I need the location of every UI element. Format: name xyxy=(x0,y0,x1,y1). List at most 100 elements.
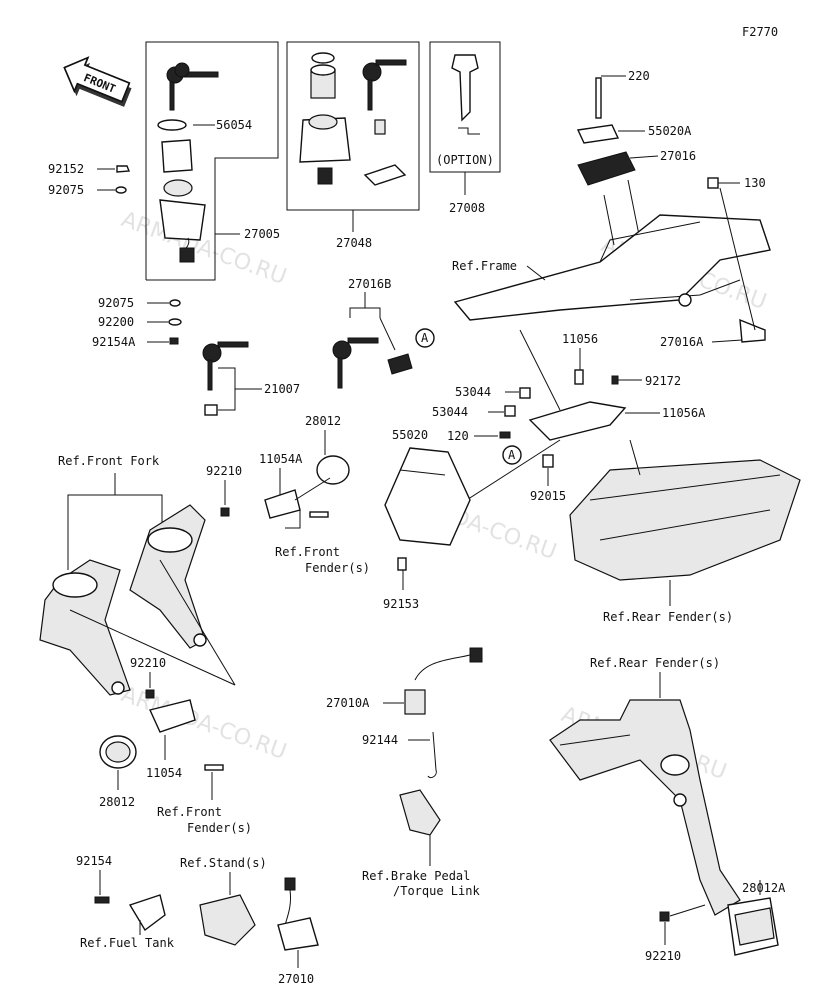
label-27016B: 27016B xyxy=(348,277,391,291)
bolt-icon xyxy=(309,511,329,518)
brake-switch-icon xyxy=(404,689,426,715)
label-56054: 56054 xyxy=(216,118,252,132)
collar-icon xyxy=(504,405,516,417)
nut-icon xyxy=(116,165,131,173)
rear-fender-upper xyxy=(569,439,801,581)
lock-icon xyxy=(577,151,636,186)
ref-front-fender-mid-a: Ref.Front xyxy=(157,805,222,819)
label-11054A: 11054A xyxy=(259,452,303,466)
bolt-icon xyxy=(169,337,179,345)
ref-stand: Ref.Stand(s) xyxy=(180,856,267,870)
bolt-icon xyxy=(204,764,224,771)
label-27016: 27016 xyxy=(660,149,696,163)
connector-icon xyxy=(284,877,296,891)
collar-icon xyxy=(519,387,531,399)
connector-icon xyxy=(469,647,483,663)
ref-rear-fender-lower: Ref.Rear Fender(s) xyxy=(590,656,720,670)
ref-frame-label: Ref.Frame xyxy=(452,259,517,273)
cylinder-icon xyxy=(204,404,218,416)
bracket-icon xyxy=(576,124,620,144)
label-28012-top: 28012 xyxy=(305,414,341,428)
label-92210-top: 92210 xyxy=(206,464,242,478)
callout-a-letter: A xyxy=(421,331,429,345)
label-11056: 11056 xyxy=(562,332,598,346)
option-label: (OPTION) xyxy=(436,153,494,167)
ref-front-fender-top-a: Ref.Front xyxy=(275,545,340,559)
label-130: 130 xyxy=(744,176,766,190)
bracket-icon xyxy=(264,489,301,519)
label-21007: 21007 xyxy=(264,382,300,396)
key-pair-icon xyxy=(332,337,379,389)
callout-a xyxy=(502,445,522,465)
label-27016A: 27016A xyxy=(660,335,704,349)
label-53044-bottom: 53044 xyxy=(432,405,468,419)
key-pair-icon xyxy=(202,341,249,391)
label-28012-mid: 28012 xyxy=(99,795,135,809)
bolt-icon xyxy=(707,177,719,189)
label-55020A: 55020A xyxy=(648,124,692,138)
front-fork xyxy=(39,504,207,696)
label-92172: 92172 xyxy=(645,374,681,388)
label-92153: 92153 xyxy=(383,597,419,611)
label-55020: 55020 xyxy=(392,428,428,442)
nut-icon xyxy=(145,689,155,699)
cap-icon xyxy=(161,139,193,173)
lock-set-box xyxy=(286,41,420,211)
label-27005: 27005 xyxy=(244,227,280,241)
ref-front-fork-label: Ref.Front Fork xyxy=(58,454,160,468)
watermark: ARMADA-CO.RU xyxy=(118,682,290,765)
label-92075-top: 92075 xyxy=(48,183,84,197)
label-11056A: 11056A xyxy=(662,406,706,420)
side-stand-switch-icon xyxy=(277,917,319,951)
label-120: 120 xyxy=(447,429,469,443)
reflector-icon xyxy=(316,455,350,485)
figure-code: F2770 xyxy=(742,25,778,39)
ref-brake-pedal-a: Ref.Brake Pedal xyxy=(362,869,470,883)
bolt-icon xyxy=(499,431,511,439)
pin-icon xyxy=(574,369,584,385)
bracket-icon xyxy=(128,894,166,932)
spring-icon xyxy=(427,731,437,779)
label-92154A: 92154A xyxy=(92,335,136,349)
washer-icon xyxy=(157,119,187,131)
ref-rear-fender-upper: Ref.Rear Fender(s) xyxy=(603,610,733,624)
label-27010: 27010 xyxy=(278,972,314,986)
label-220: 220 xyxy=(628,69,650,83)
bolt-icon xyxy=(94,896,110,904)
blank-key-icon xyxy=(451,54,479,122)
label-53044-top: 53044 xyxy=(455,385,491,399)
option-key-box: (OPTION) xyxy=(429,41,501,173)
washer-icon xyxy=(115,186,127,194)
nut-icon xyxy=(659,911,670,922)
label-92200: 92200 xyxy=(98,315,134,329)
label-27010A: 27010A xyxy=(326,696,370,710)
bracket-icon xyxy=(149,699,196,733)
label-92210-mid: 92210 xyxy=(130,656,166,670)
callout-a-letter: A xyxy=(508,448,516,462)
bolt-icon xyxy=(595,77,602,119)
label-92075-bottom: 92075 xyxy=(98,296,134,310)
bolt-icon xyxy=(611,375,619,385)
key-pair-icon xyxy=(166,62,219,111)
label-27048: 27048 xyxy=(336,236,372,250)
washer-icon xyxy=(169,299,181,307)
front-arrow: FRONT xyxy=(63,56,132,107)
bolt-icon xyxy=(397,557,407,571)
ref-brake-pedal-b: /Torque Link xyxy=(393,884,480,898)
ignition-switch-icon xyxy=(159,179,206,263)
ref-front-fender-mid-b: Fender(s) xyxy=(187,821,252,835)
callout-a xyxy=(415,328,435,348)
bracket-icon xyxy=(528,401,627,441)
label-28012A: 28012A xyxy=(742,881,786,895)
label-11054: 11054 xyxy=(146,766,182,780)
label-92015: 92015 xyxy=(530,489,566,503)
label-92144: 92144 xyxy=(362,733,398,747)
washer-icon xyxy=(168,318,182,326)
label-27008: 27008 xyxy=(449,201,485,215)
watermark: ARMADA-CO.RU xyxy=(118,207,290,290)
stand-bracket-icon xyxy=(199,894,256,946)
bracket-icon xyxy=(384,447,471,546)
ref-fuel-tank: Ref.Fuel Tank xyxy=(80,936,175,950)
frame xyxy=(453,214,771,343)
